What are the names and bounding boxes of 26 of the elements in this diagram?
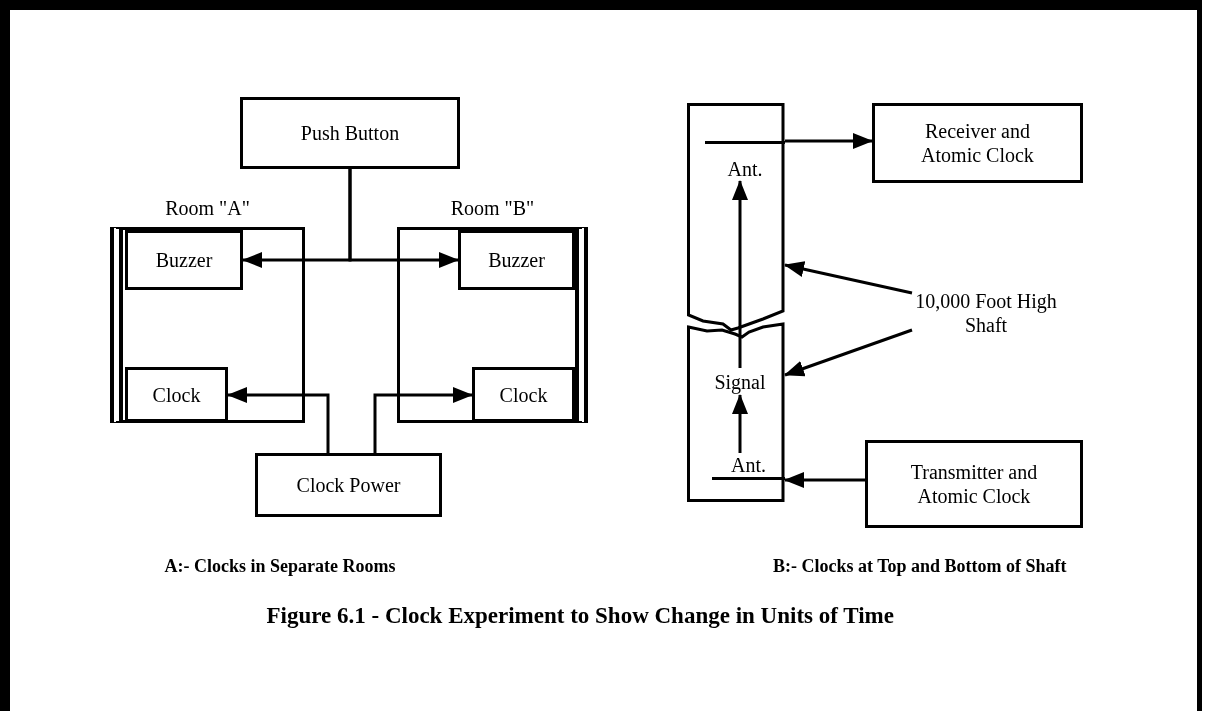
antenna-label: Ant. xyxy=(712,453,785,480)
panel-caption: A:- Clocks in Separate Rooms xyxy=(164,556,396,577)
arrow xyxy=(785,133,873,149)
arrow xyxy=(732,180,748,368)
buzzer-box: Buzzer xyxy=(125,230,243,290)
receiver-box: Receiver and Atomic Clock xyxy=(872,103,1083,183)
power-supply-box: Clock Power xyxy=(255,453,442,517)
arrow xyxy=(784,472,865,488)
leader-line xyxy=(784,261,913,295)
buzzer-box: Buzzer xyxy=(458,230,575,290)
transmitter-box: Transmitter and Atomic Clock xyxy=(865,440,1083,528)
antenna-label: Ant. xyxy=(705,141,785,181)
arrow xyxy=(732,394,748,453)
room-label: Room "A" xyxy=(164,196,251,220)
arrow xyxy=(373,387,473,453)
signal-label: Signal xyxy=(700,368,780,395)
figure-caption: Figure 6.1 - Clock Experiment to Show Change in Units of Time xyxy=(266,603,894,629)
clock-box: Clock xyxy=(472,367,575,422)
shaft-label: 10,000 Foot High Shaft xyxy=(912,283,1060,343)
arrow xyxy=(227,387,330,453)
room-label: Room "B" xyxy=(449,196,536,220)
panel-caption: B:- Clocks at Top and Bottom of Shaft xyxy=(773,556,1067,577)
arrow xyxy=(348,169,459,268)
leader-line xyxy=(784,328,913,377)
clock-box: Clock xyxy=(125,367,228,422)
component-box: Push Button xyxy=(240,97,460,169)
